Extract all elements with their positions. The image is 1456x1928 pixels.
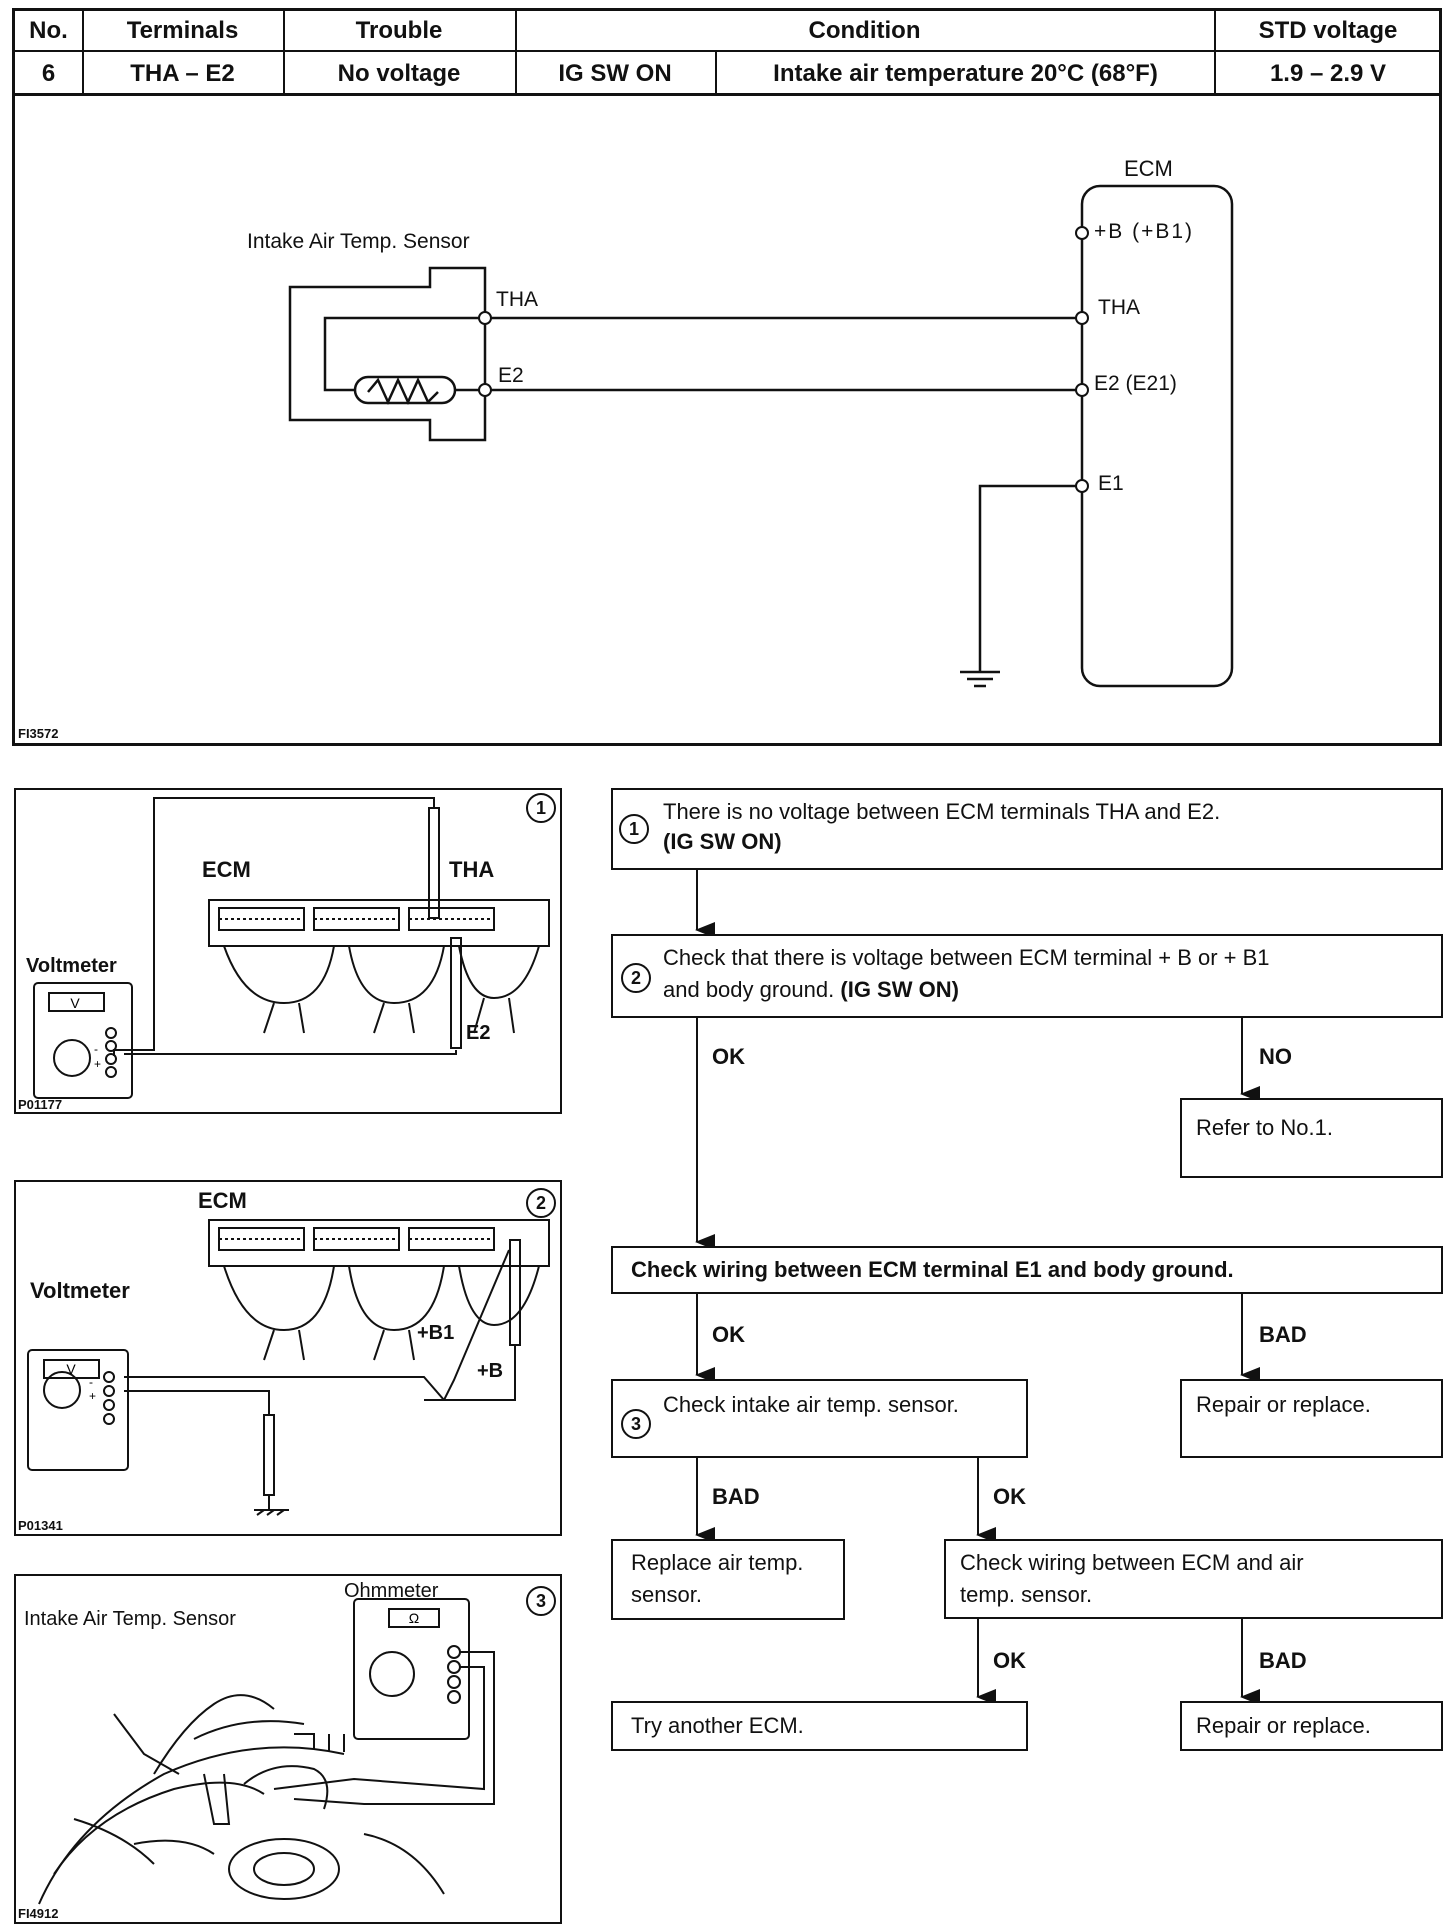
svg-text:+: +	[89, 1389, 96, 1403]
fig2-b1-label: +B1	[417, 1322, 455, 1344]
flow-check-wiring-box: Check wiring between ECM and air temp. s…	[944, 1539, 1443, 1619]
fig3-meter-symbol: Ω	[409, 1610, 419, 1626]
svg-text:-: -	[89, 1375, 93, 1389]
svg-text:+: +	[94, 1057, 101, 1071]
figure-1-drawing: V - +	[33, 797, 550, 1099]
flow-step-1-text: There is no voltage between ECM terminal…	[663, 799, 1221, 824]
flow-step-3-box: 3 Check intake air temp. sensor.	[611, 1379, 1028, 1458]
ecm-pin-tha: THA	[1098, 296, 1140, 319]
fig2-number: 2	[526, 1188, 556, 1218]
fig2-code: P01341	[18, 1518, 63, 1533]
flow-step-1-number: 1	[619, 814, 649, 844]
row-condition-switch: IG SW ON	[558, 60, 672, 87]
flow-refer-box: Refer to No.1.	[1180, 1098, 1443, 1178]
flow-step-2-box: 2 Check that there is voltage between EC…	[611, 934, 1443, 1018]
spec-table: No. Terminals Trouble Condition STD volt…	[12, 8, 1442, 96]
sensor-label: Intake Air Temp. Sensor	[247, 230, 470, 253]
flow-step-2-condition: (IG SW ON)	[840, 977, 959, 1002]
figure-3-drawing: Ω	[38, 1598, 495, 1905]
flow-check-wiring-line-2: temp. sensor.	[960, 1582, 1093, 1607]
header-no: No.	[29, 16, 68, 44]
row-condition-detail: Intake air temperature 20°C (68°F)	[773, 60, 1158, 87]
fig1-meter-symbol: V	[70, 995, 80, 1011]
circuit-code: FI3572	[18, 726, 59, 741]
flow-step-3-bad: BAD	[712, 1484, 760, 1509]
fig2-b-label: +B	[477, 1360, 504, 1382]
flow-check-wiring-bad: BAD	[1259, 1648, 1307, 1673]
row-std-voltage: 1.9 – 2.9 V	[1269, 60, 1387, 87]
fig1-number: 1	[526, 793, 556, 823]
fig1-tha-label: THA	[449, 857, 495, 882]
header-trouble: Trouble	[355, 16, 443, 44]
flow-step-2-ok: OK	[712, 1044, 745, 1069]
fig2-ecm-label: ECM	[198, 1188, 247, 1213]
flow-refer-text: Refer to No.1.	[1196, 1115, 1333, 1140]
figure-1-panel	[14, 788, 562, 1114]
header-std-voltage: STD voltage	[1258, 16, 1398, 44]
flow-step-1-box: 1 There is no voltage between ECM termin…	[611, 788, 1443, 870]
row-trouble: No voltage	[337, 60, 461, 87]
figure-3-panel	[14, 1574, 562, 1924]
flow-step-2-text: Check that there is voltage between ECM …	[663, 945, 1270, 970]
flow-step-2-no: NO	[1259, 1044, 1292, 1069]
fig1-ecm-label: ECM	[202, 857, 251, 882]
fig1-voltmeter-label: Voltmeter	[26, 955, 117, 977]
circuit-diagram-panel	[12, 94, 1442, 746]
flow-step-3-number: 3	[621, 1409, 651, 1439]
flow-step-1-condition: (IG SW ON)	[663, 829, 782, 854]
fig2-voltmeter-label: Voltmeter	[30, 1278, 130, 1303]
flow-e1-bad: BAD	[1259, 1322, 1307, 1347]
row-no: 6	[41, 60, 56, 87]
flow-replace-line-1: Replace air temp.	[631, 1550, 804, 1575]
flow-try-ecm-text: Try another ECM.	[631, 1713, 804, 1738]
flow-repair-2-box: Repair or replace.	[1180, 1701, 1443, 1751]
flow-check-e1-box: Check wiring between ECM terminal E1 and…	[611, 1246, 1443, 1294]
ecm-label: ECM	[1124, 156, 1173, 181]
circuit-wiring	[288, 184, 1234, 688]
svg-text:-: -	[94, 1042, 98, 1056]
ecm-pin-b: +B (+B1)	[1094, 220, 1195, 243]
flow-step-2-number: 2	[621, 963, 651, 993]
flow-step-2-text-cont: and body ground.	[663, 977, 841, 1002]
flow-step-3-ok: OK	[993, 1484, 1026, 1509]
figure-2-drawing: V - +	[27, 1219, 550, 1516]
sensor-e2-label: E2	[498, 364, 524, 387]
flow-replace-line-2: sensor.	[631, 1582, 702, 1607]
header-terminals: Terminals	[126, 16, 239, 44]
fig1-code: P01177	[18, 1097, 63, 1112]
fig2-meter-symbol: V	[66, 1361, 76, 1377]
flow-try-ecm-box: Try another ECM.	[611, 1701, 1028, 1751]
flow-repair-1-box: Repair or replace.	[1180, 1379, 1443, 1458]
fig3-sensor-label: Intake Air Temp. Sensor	[24, 1608, 236, 1630]
fig3-ohmmeter-label: Ohmmeter	[344, 1580, 439, 1602]
ecm-pin-e1: E1	[1098, 472, 1124, 495]
fig3-number: 3	[526, 1586, 556, 1616]
flow-check-wiring-line-1: Check wiring between ECM and air	[960, 1550, 1304, 1575]
fig1-e2-label: E2	[466, 1022, 491, 1044]
flow-repair-1-text: Repair or replace.	[1196, 1392, 1371, 1417]
flow-check-e1-text: Check wiring between ECM terminal E1 and…	[631, 1257, 1234, 1282]
flow-e1-ok: OK	[712, 1322, 745, 1347]
flow-replace-box: Replace air temp. sensor.	[611, 1539, 845, 1620]
flow-step-3-text: Check intake air temp. sensor.	[663, 1392, 959, 1417]
sensor-tha-label: THA	[496, 288, 538, 311]
flow-check-wiring-ok: OK	[993, 1648, 1026, 1673]
ecm-pin-e2: E2 (E21)	[1094, 372, 1177, 395]
flow-repair-2-text: Repair or replace.	[1196, 1713, 1371, 1738]
row-terminals: THA – E2	[130, 60, 235, 87]
header-condition: Condition	[808, 16, 921, 44]
figure-2-panel	[14, 1180, 562, 1536]
fig3-code: FI4912	[18, 1906, 59, 1921]
